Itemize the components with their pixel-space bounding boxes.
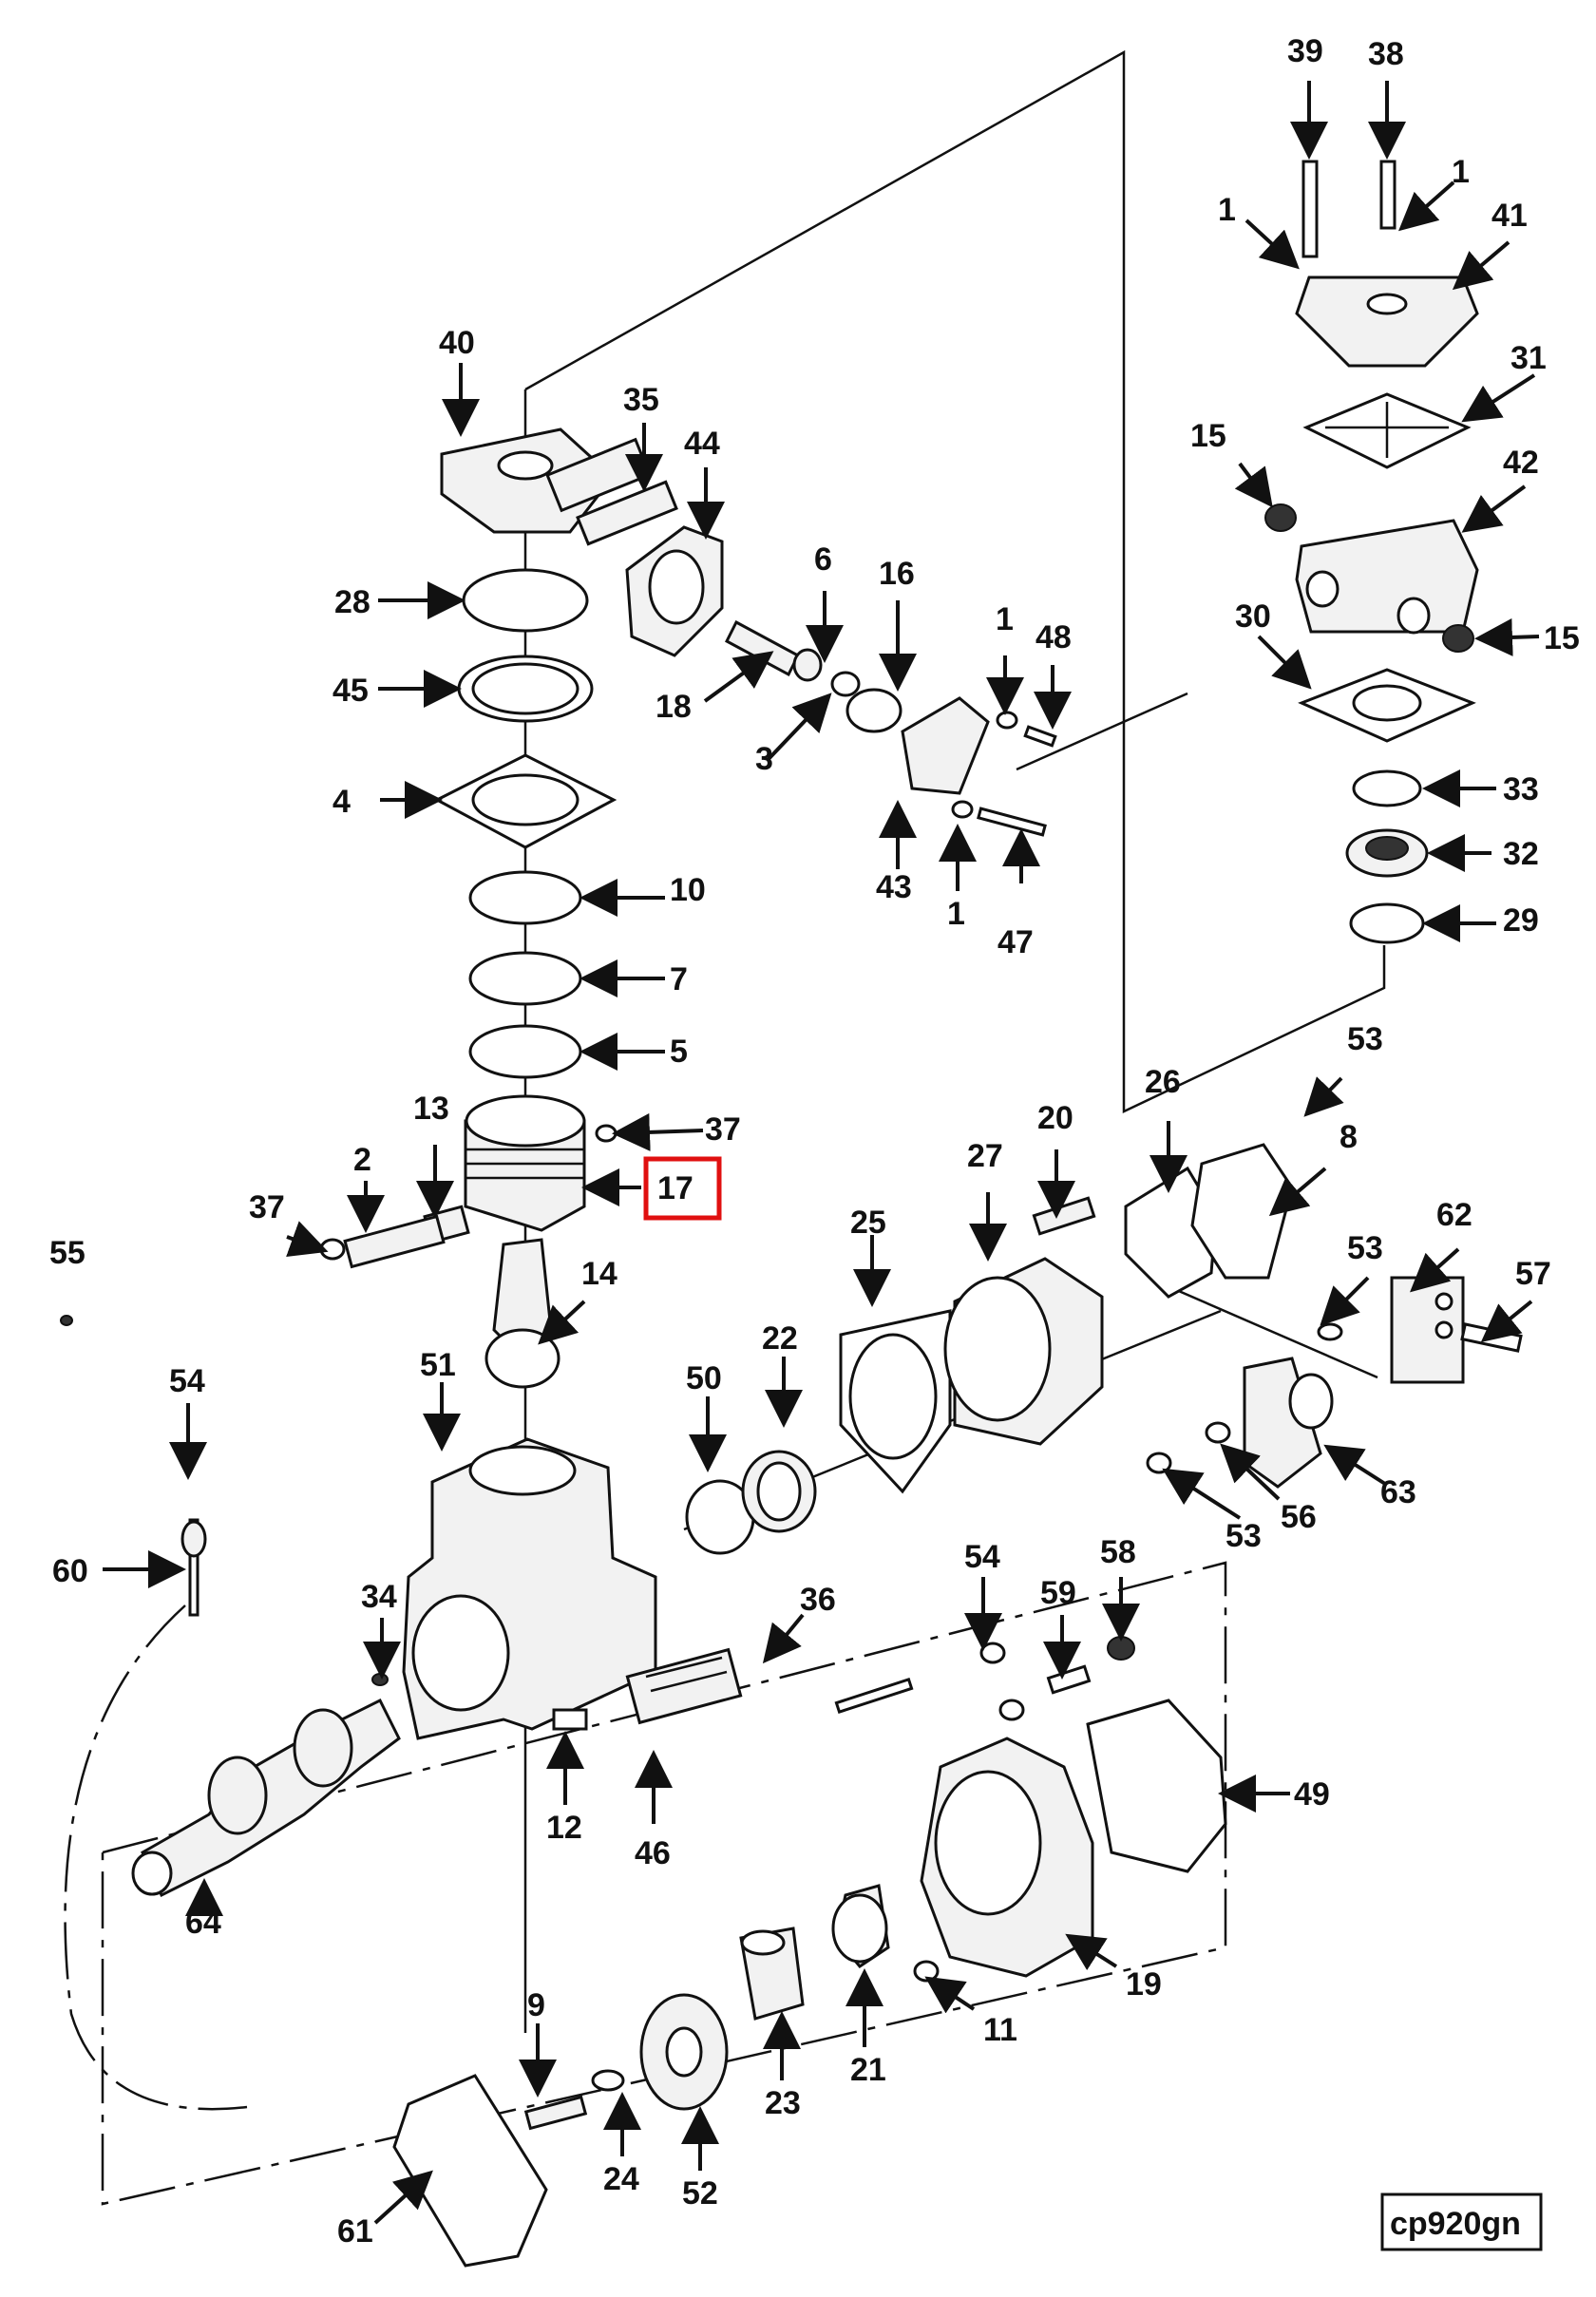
callout-58: 58 (1100, 1534, 1136, 1570)
callout-11: 11 (983, 2012, 1017, 2048)
cylinder-gaskets-rings (433, 568, 618, 1079)
callout-63: 63 (1380, 1474, 1416, 1510)
callout-13: 13 (413, 1091, 449, 1127)
callout-1: 1 (947, 896, 965, 932)
callout-34: 34 (361, 1579, 397, 1615)
callout-53: 53 (1347, 1021, 1383, 1057)
callout-41: 41 (1492, 198, 1528, 234)
callout-52: 52 (682, 2175, 718, 2212)
callout-15: 15 (1544, 620, 1580, 656)
callout-62: 62 (1436, 1197, 1472, 1233)
callout-21: 21 (850, 2052, 886, 2088)
callout-38: 38 (1368, 36, 1404, 72)
callout-24: 24 (603, 2161, 639, 2197)
callout-30: 30 (1235, 598, 1271, 635)
callout-53: 53 (1226, 1518, 1262, 1554)
callout-9: 9 (527, 1987, 545, 2023)
callout-53: 53 (1347, 1230, 1383, 1266)
rear-cover-gear (60, 1315, 1227, 2268)
callout-48: 48 (1036, 619, 1072, 655)
callout-47: 47 (998, 924, 1034, 960)
crankshaft (131, 1698, 401, 1898)
callout-18: 18 (656, 689, 692, 725)
callout-1: 1 (1452, 154, 1470, 190)
callout-1: 1 (1218, 192, 1236, 228)
callout-54: 54 (964, 1539, 1000, 1575)
callout-8: 8 (1340, 1119, 1358, 1155)
callout-23: 23 (765, 2085, 801, 2121)
callout-31: 31 (1510, 340, 1547, 376)
callout-15: 15 (1190, 418, 1226, 454)
callout-55: 55 (49, 1235, 86, 1271)
callout-37: 37 (705, 1111, 741, 1148)
callout-22: 22 (762, 1320, 798, 1357)
callout-7: 7 (670, 961, 688, 997)
callout-19: 19 (1126, 1966, 1162, 2003)
callout-5: 5 (670, 1034, 688, 1070)
callout-60: 60 (52, 1553, 88, 1589)
callout-1: 1 (996, 601, 1014, 637)
callout-17-highlighted: 17 (657, 1170, 694, 1206)
callout-51: 51 (420, 1347, 456, 1383)
drawing-code: cp920gn (1390, 2206, 1521, 2242)
callout-16: 16 (879, 556, 915, 592)
callout-40: 40 (439, 325, 475, 361)
head-cover-assembly (1264, 160, 1479, 944)
callout-29: 29 (1503, 902, 1539, 939)
callout-14: 14 (581, 1256, 618, 1292)
callout-49: 49 (1294, 1776, 1330, 1813)
callout-35: 35 (623, 382, 659, 418)
callout-50: 50 (686, 1360, 722, 1396)
cylinder-head (440, 427, 1057, 837)
crankcase (371, 1437, 743, 1740)
bearing-carrier (685, 1143, 1523, 1555)
callout-12: 12 (546, 1810, 582, 1846)
callout-27: 27 (967, 1138, 1003, 1174)
highlight-box (643, 1156, 722, 1221)
callout-46: 46 (635, 1835, 671, 1871)
callout-33: 33 (1503, 771, 1539, 807)
callout-56: 56 (1281, 1499, 1317, 1535)
callout-25: 25 (850, 1205, 886, 1241)
callout-labels: 39 38 1 1 41 40 35 44 31 15 42 28 45 6 1… (49, 33, 1580, 2250)
callout-28: 28 (334, 584, 370, 620)
callout-10: 10 (670, 872, 706, 908)
callout-45: 45 (332, 673, 369, 709)
callout-26: 26 (1145, 1064, 1181, 1100)
callout-39: 39 (1287, 33, 1323, 69)
callout-4: 4 (332, 784, 351, 820)
callout-3: 3 (755, 741, 773, 777)
callout-32: 32 (1503, 836, 1539, 872)
callout-57: 57 (1515, 1256, 1551, 1292)
callout-54: 54 (169, 1363, 205, 1399)
piston-assembly (319, 1094, 618, 1389)
callout-64: 64 (185, 1905, 221, 1941)
callout-42: 42 (1503, 445, 1539, 481)
callout-59: 59 (1040, 1575, 1076, 1611)
drawing-code-box: cp920gn (1380, 2193, 1543, 2251)
callout-37: 37 (249, 1189, 285, 1225)
callout-6: 6 (814, 541, 832, 578)
callout-2: 2 (353, 1142, 371, 1178)
callout-43: 43 (876, 869, 912, 905)
leader-arrows (103, 81, 1540, 2225)
callout-36: 36 (800, 1582, 836, 1618)
callout-20: 20 (1037, 1100, 1074, 1136)
callout-61: 61 (337, 2213, 373, 2250)
callout-44: 44 (684, 426, 720, 462)
